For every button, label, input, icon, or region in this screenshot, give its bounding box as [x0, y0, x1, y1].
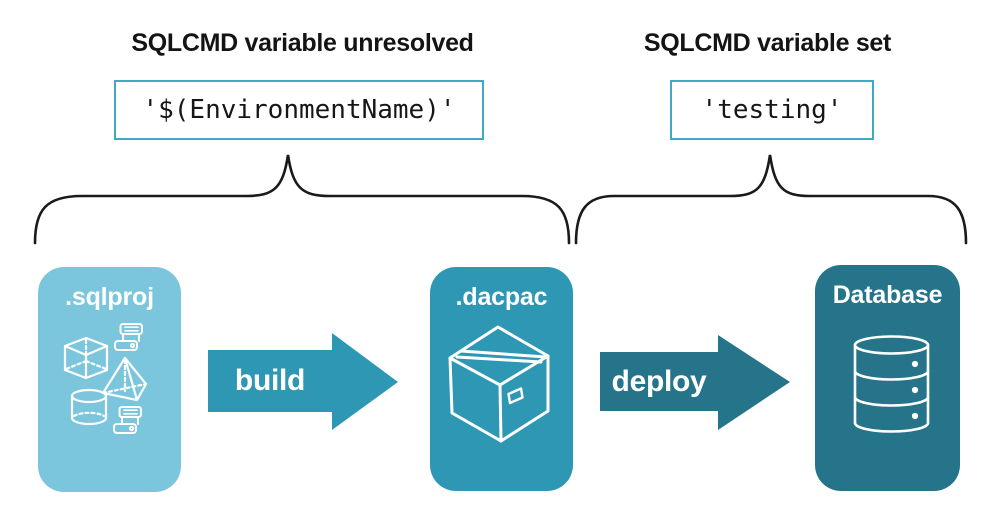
sql-objects-icon-group	[63, 323, 148, 434]
script-icon	[113, 406, 142, 434]
package-box-icon	[448, 325, 550, 443]
code-box-unresolved: '$(EnvironmentName)'	[114, 80, 484, 140]
cube-icon	[63, 336, 109, 380]
script-icon	[114, 323, 143, 351]
dacpac-card: .dacpac	[430, 267, 573, 491]
right-curly-brace	[574, 154, 968, 245]
cylinder-icon	[70, 388, 108, 426]
database-card: Database	[815, 265, 960, 491]
heading-unresolved: SQLCMD variable unresolved	[131, 29, 474, 57]
database-cylinder-icon	[853, 335, 930, 433]
deploy-arrow	[600, 335, 790, 430]
sqlproj-card: .sqlproj	[38, 267, 181, 492]
sqlproj-card-label: .sqlproj	[65, 283, 154, 311]
heading-set: SQLCMD variable set	[643, 29, 892, 57]
dacpac-card-label: .dacpac	[455, 283, 548, 311]
build-arrow	[208, 333, 398, 430]
left-curly-brace	[33, 154, 571, 245]
pyramid-icon	[101, 356, 148, 402]
database-card-label: Database	[832, 281, 943, 309]
build-arrow-label: build	[234, 364, 306, 397]
code-box-set: 'testing'	[670, 80, 874, 140]
deploy-arrow-label: deploy	[611, 364, 707, 398]
